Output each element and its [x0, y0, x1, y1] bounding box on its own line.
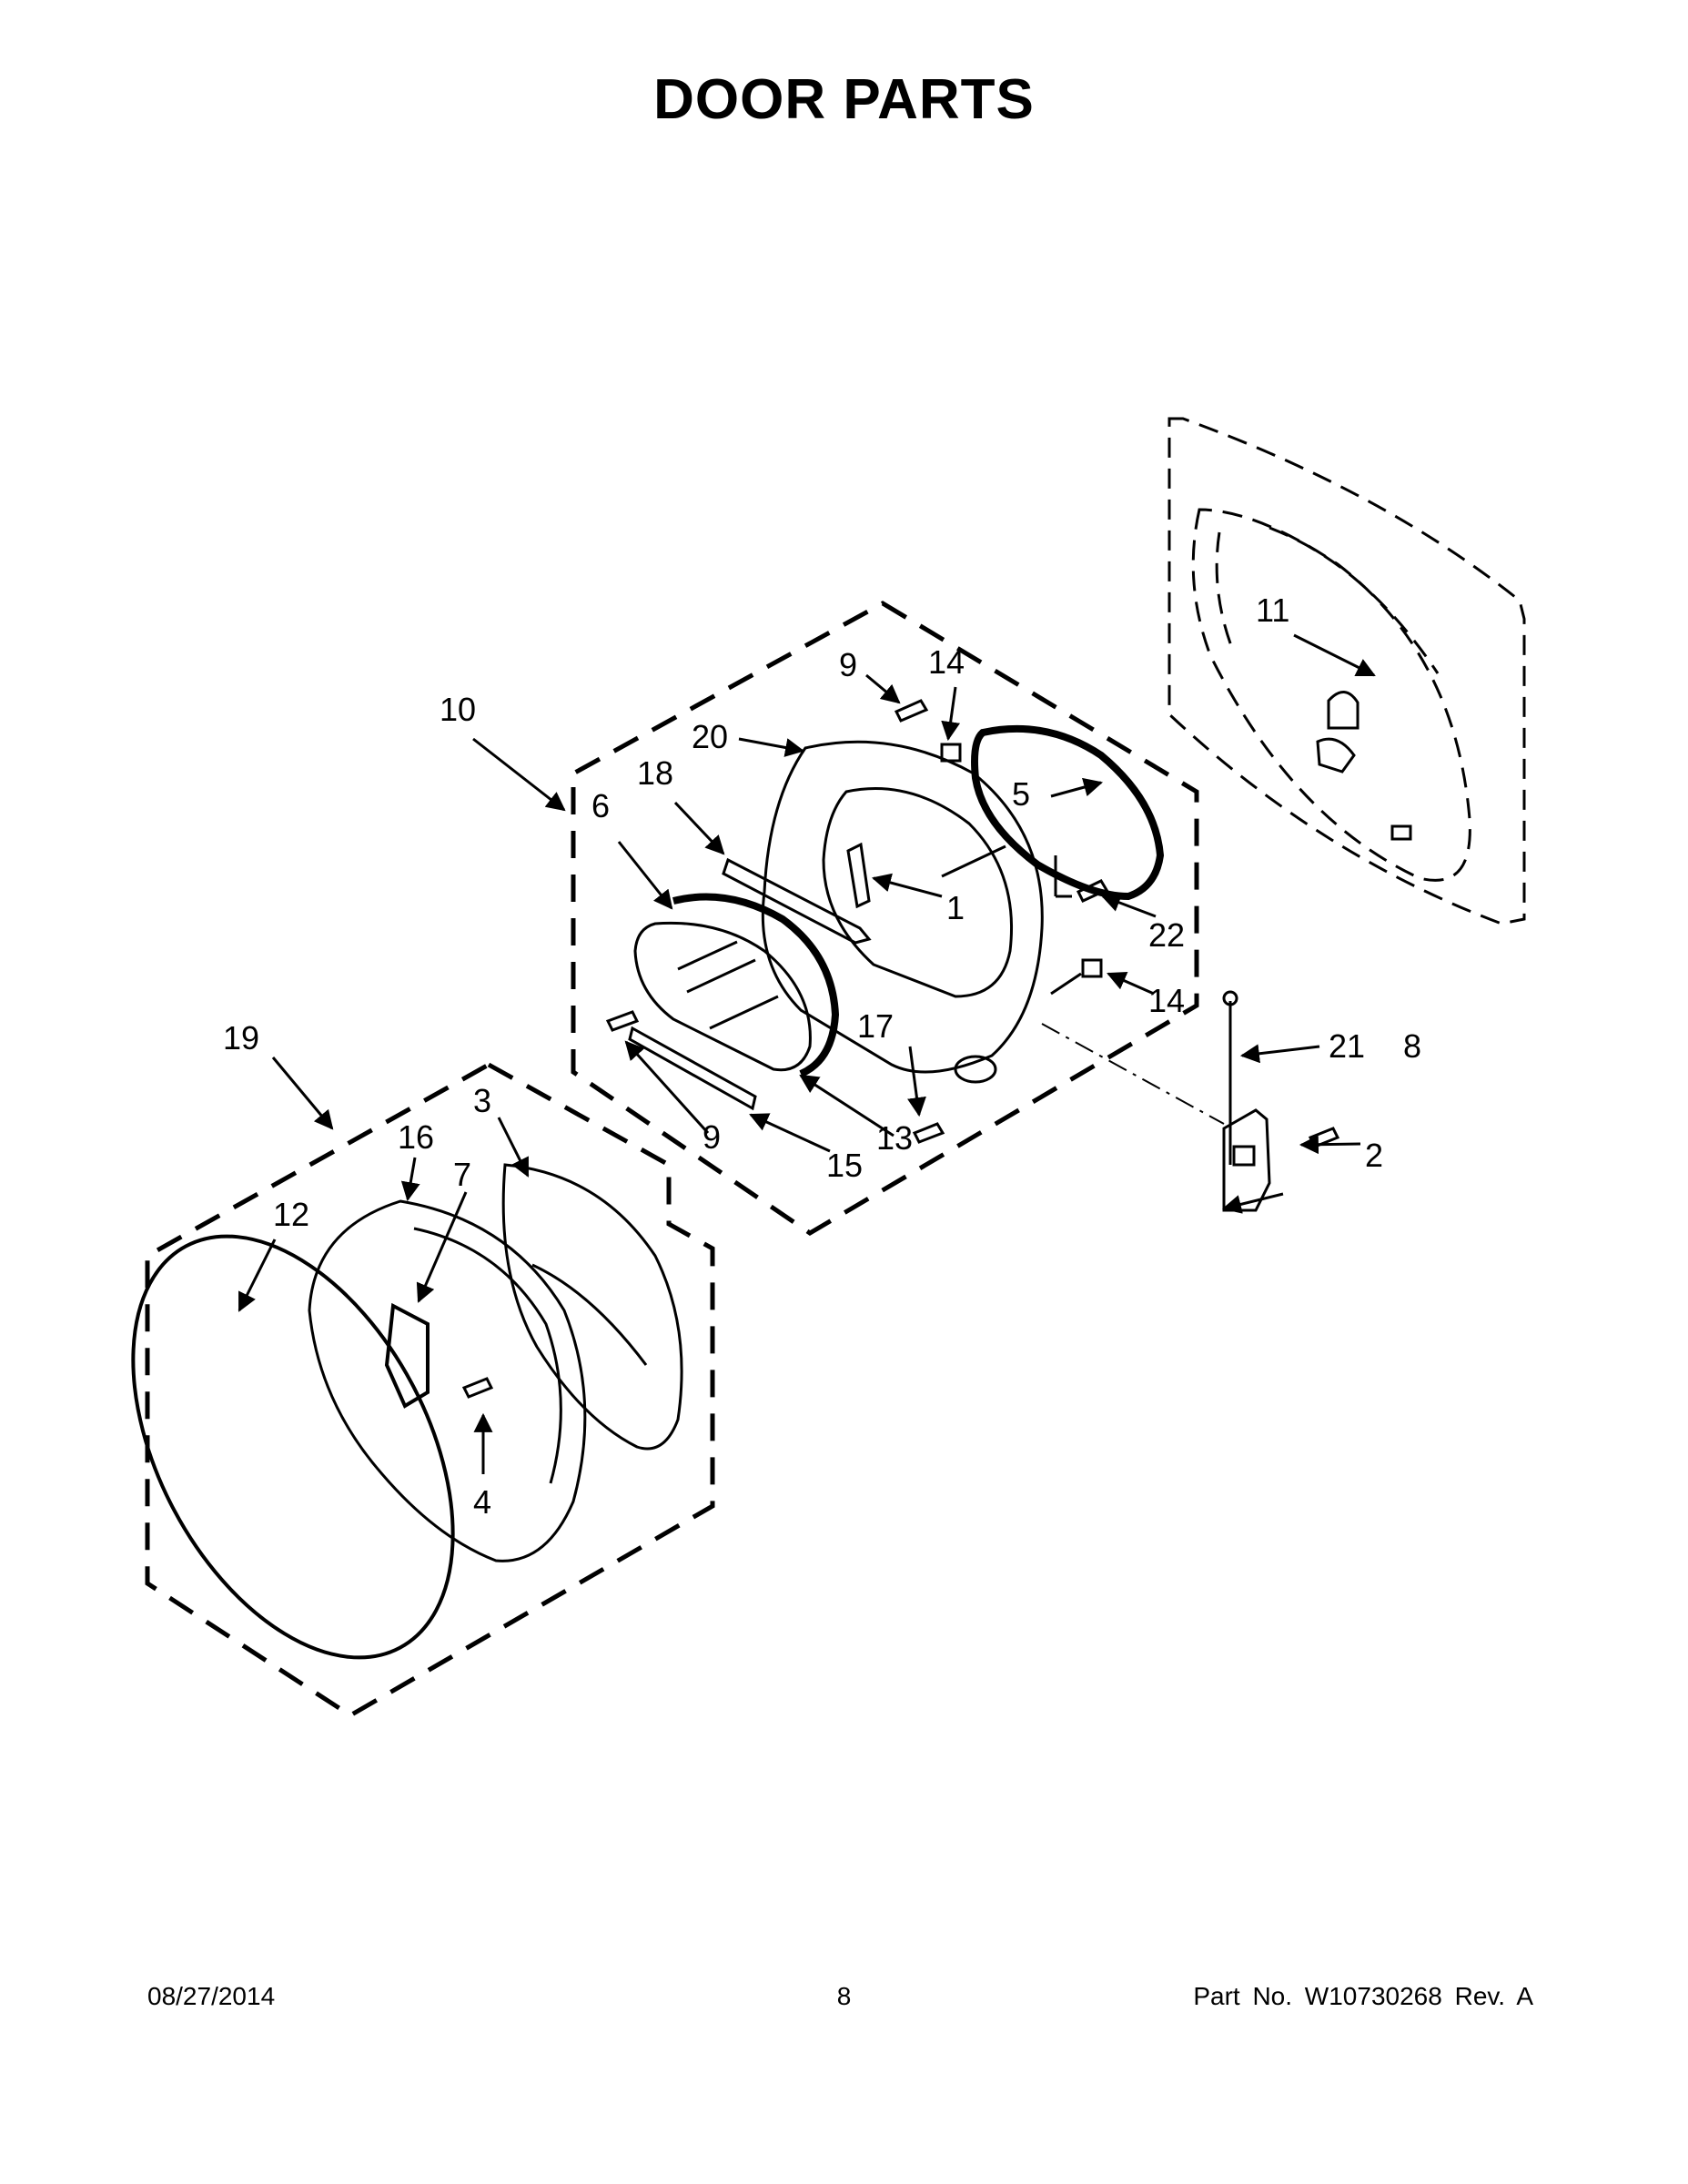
inner-door-slot — [846, 842, 871, 909]
door-handle-insert — [384, 1302, 430, 1409]
leader-connector-lines — [941, 844, 1082, 996]
callout-4: 4 — [473, 1483, 491, 1521]
door-glass — [633, 921, 812, 1072]
door-hinge — [1222, 990, 1340, 1212]
door-liner-hub — [531, 1263, 648, 1366]
door-liner — [501, 1163, 683, 1451]
callout-12: 12 — [273, 1196, 309, 1233]
inner-door-assembly-outline — [571, 601, 1199, 1236]
callout-6: 6 — [591, 787, 610, 824]
callout-numbers: 1 2 3 4 5 6 7 8 9 9 10 11 12 13 14 14 15… — [223, 592, 1421, 1521]
callout-17: 17 — [857, 1007, 894, 1045]
callout-9-upper: 9 — [839, 646, 857, 683]
callout-11: 11 — [1256, 592, 1289, 629]
callout-16: 16 — [398, 1118, 434, 1156]
door-gasket — [971, 724, 1165, 901]
callout-1: 1 — [946, 889, 965, 926]
callout-8: 8 — [1403, 1027, 1421, 1065]
outer-door-inner-ring — [413, 1227, 562, 1484]
door-trim-strip — [628, 1026, 757, 1111]
screw-icons-inner — [605, 699, 1109, 1144]
outer-door-frame — [308, 1199, 587, 1562]
hinge-plug-upper — [940, 743, 962, 763]
hinge-alignment-line — [1041, 1023, 1225, 1125]
inner-door-frame — [761, 740, 1044, 1074]
callout-14-lower: 14 — [1148, 982, 1185, 1019]
outer-door-glass — [131, 1234, 455, 1660]
handle-bracket — [954, 1055, 997, 1084]
glass-reflection-lines — [677, 940, 779, 1030]
inner-door-window — [822, 787, 1014, 998]
callout-14-upper: 14 — [928, 643, 965, 681]
callout-19: 19 — [223, 1019, 259, 1057]
callout-2: 2 — [1365, 1137, 1383, 1174]
footer-page-number: 8 — [836, 1982, 852, 2010]
door-lever — [722, 857, 872, 945]
callout-5: 5 — [1012, 775, 1030, 813]
callout-10: 10 — [440, 691, 476, 728]
footer-date: 08/27/2014 — [147, 1982, 276, 2010]
outer-door-assembly-outline — [145, 1062, 715, 1718]
page-title: DOOR PARTS — [653, 68, 1035, 131]
footer-part-number: Part No. W10730268 Rev. A — [1193, 1982, 1533, 2010]
callout-22: 22 — [1148, 916, 1185, 954]
cabinet-front-panel — [1167, 417, 1526, 925]
callout-3: 3 — [473, 1082, 491, 1119]
callout-13: 13 — [876, 1119, 913, 1157]
callout-21: 21 — [1329, 1027, 1365, 1065]
cabinet-hinge-receivers — [1316, 691, 1412, 841]
callout-20: 20 — [692, 718, 728, 755]
callout-7: 7 — [453, 1156, 471, 1193]
window-gasket — [672, 893, 840, 1077]
callout-15: 15 — [826, 1147, 863, 1184]
leader-arrows — [238, 633, 1376, 1474]
hinge-plug-lower — [1081, 958, 1103, 978]
callout-9-lower: 9 — [702, 1118, 721, 1156]
screw-icon-outer — [461, 1377, 494, 1399]
callout-18: 18 — [637, 754, 673, 792]
